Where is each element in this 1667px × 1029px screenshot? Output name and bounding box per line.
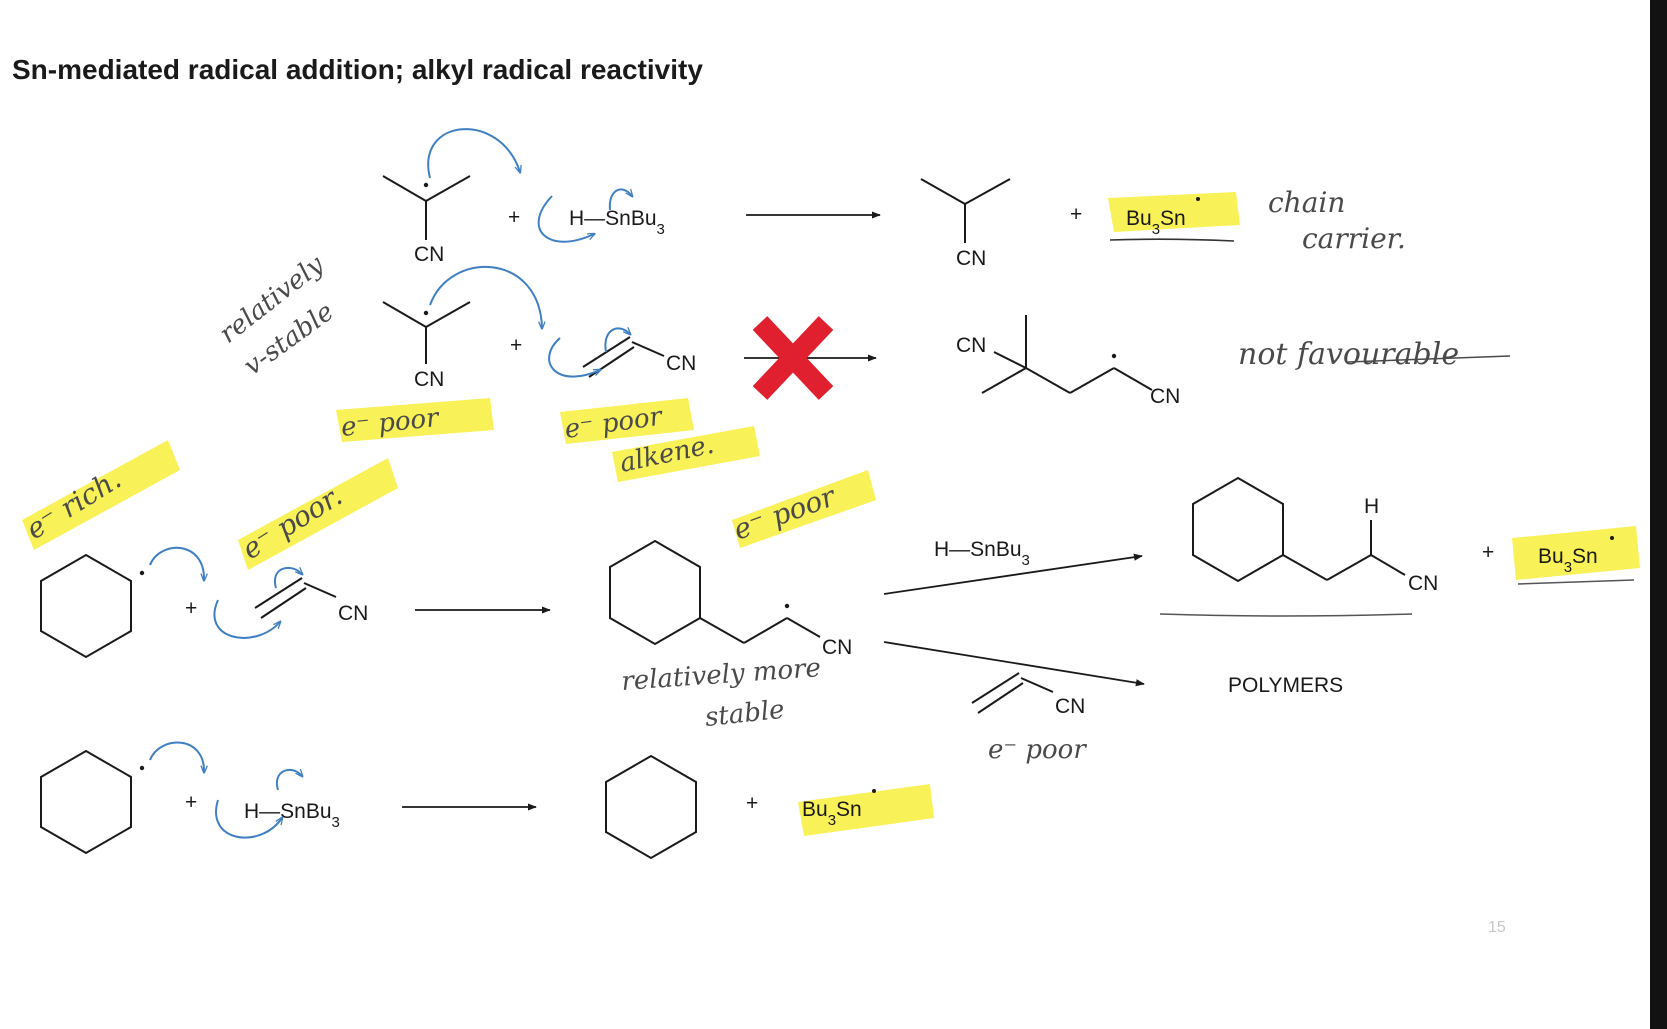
cn-label: CN [414, 243, 444, 266]
cn-label: CN [1055, 695, 1085, 718]
radical-dot [784, 603, 790, 609]
tin-hydride: H—SnBu3 [244, 800, 340, 831]
radical-dot [1610, 536, 1614, 540]
radical-dot [1196, 197, 1200, 201]
product-chain [1282, 520, 1406, 581]
h-label: H [1364, 495, 1379, 518]
radical-dot [1111, 353, 1117, 359]
tributyltin-radical: Bu3Sn [802, 798, 862, 829]
slide-title: Sn-mediated radical addition; alkyl radi… [12, 54, 703, 85]
highlights [22, 192, 1640, 836]
highlight-bu3sn-2 [1512, 526, 1640, 580]
plus-sign: + [510, 334, 522, 357]
highlight-e-poor-radical [336, 398, 494, 442]
tin-hydride: H—SnBu3 [934, 538, 1030, 569]
highlight-e-poor-alkene [560, 398, 694, 444]
underline [1109, 238, 1235, 242]
highlight-e-poor-acrylonitrile [238, 458, 398, 570]
cn-label: CN [338, 602, 368, 625]
row1-radical [382, 175, 471, 240]
cn-label: CN [956, 334, 986, 357]
tributyltin-radical: Bu3Sn [1126, 207, 1186, 238]
cyclohexyl-ring [40, 749, 132, 855]
plus-sign: + [508, 206, 520, 229]
cn-label: CN [822, 636, 852, 659]
plus-sign: + [1070, 203, 1082, 226]
plus-sign: + [1482, 541, 1494, 564]
cyclohexyl-ring [609, 539, 701, 646]
highlight-alkene-word [612, 426, 760, 482]
annotation-relatively-more: relatively more [620, 653, 821, 697]
row1-product [920, 178, 1011, 243]
radical-dot [139, 765, 145, 771]
curly-arrows-row4 [149, 741, 302, 839]
curly-arrows-row3 [149, 546, 302, 639]
highlight-e-rich [22, 440, 180, 550]
annotation-stable: stable [704, 695, 786, 733]
cn-label: CN [1408, 572, 1438, 595]
row2-radical [382, 301, 471, 364]
annotation-e-poor-bottom: e⁻ poor [988, 735, 1087, 765]
reaction-arrow [883, 641, 1145, 687]
radical-dot [139, 570, 145, 576]
subscript: 3 [657, 221, 665, 238]
tin-hydride-text: H—SnBu [569, 207, 657, 230]
row2-product [981, 315, 1153, 394]
cyclohexyl-ring [40, 553, 132, 659]
highlight-bu3sn-1 [1108, 192, 1240, 232]
red-cross-icon [752, 316, 834, 400]
radical-dot [423, 310, 429, 316]
page-number: 15 [1488, 919, 1506, 936]
intermediate-chain [699, 617, 821, 644]
cyclohexane-ring [605, 754, 697, 860]
highlight-e-poor-product [732, 470, 876, 548]
annotation-carrier: carrier. [1302, 222, 1406, 255]
tributyltin-radical: Bu3Sn [1538, 545, 1598, 576]
annotation-chain: chain [1268, 186, 1345, 219]
plus-sign: + [185, 791, 197, 814]
radical-dot [872, 789, 876, 793]
curly-arrows-row2 [429, 265, 630, 378]
curly-arrows-row1 [427, 128, 632, 243]
cn-label: CN [414, 368, 444, 391]
acrylonitrile [254, 577, 337, 619]
highlight-bu3sn-3 [798, 784, 934, 836]
plus-sign: + [185, 597, 197, 620]
cyclohexyl-ring [1192, 476, 1284, 583]
cn-label: CN [1150, 385, 1180, 408]
underline [1347, 355, 1511, 363]
acrylonitrile [971, 672, 1054, 714]
radical-dot [423, 182, 429, 188]
plus-sign: + [746, 792, 758, 815]
annotation-not-favourable: not favourable [1238, 337, 1459, 372]
cn-label: CN [666, 352, 696, 375]
polymers-label: POLYMERS [1228, 674, 1343, 697]
window-edge-bar [1650, 0, 1667, 1029]
annotation-e-poor-product: e⁻ poor [729, 479, 841, 547]
underline [1517, 579, 1635, 585]
cn-label: CN [956, 247, 986, 270]
reaction-arrow [883, 553, 1143, 595]
underline [1159, 613, 1413, 617]
tin-hydride: H—SnBu3 [569, 207, 665, 238]
